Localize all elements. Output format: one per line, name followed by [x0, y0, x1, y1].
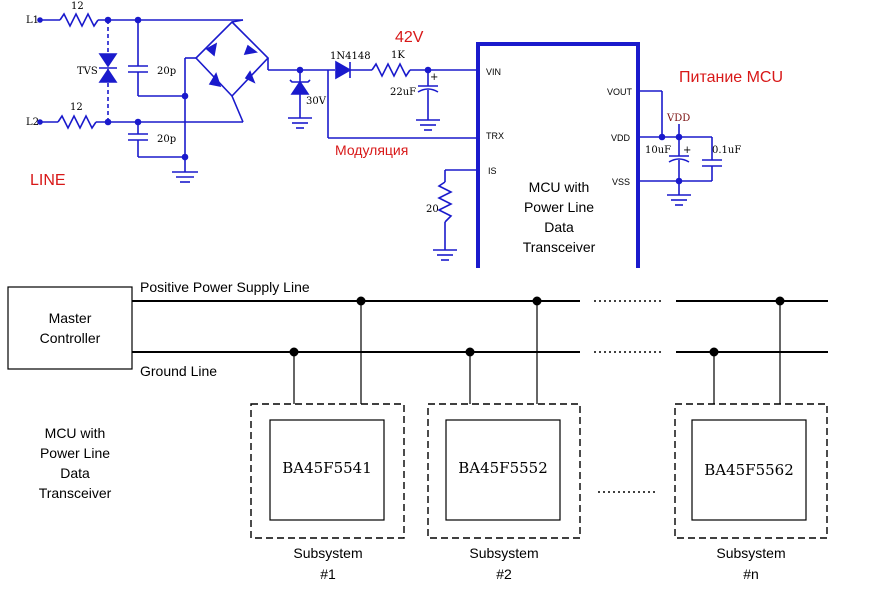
subsystem-n-caption: Subsystem — [716, 545, 785, 561]
pin-trx: TRX — [486, 131, 504, 141]
subsystem-1-chip-name: BA45F5541 — [282, 459, 372, 477]
side-label-line3: Data — [60, 465, 90, 481]
subsystem-2-caption: Subsystem — [469, 545, 538, 561]
zener-diode-symbol — [290, 80, 310, 95]
chip-title-line2: Power Line — [524, 199, 594, 215]
power-line-schematic — [37, 12, 478, 261]
label-l1: L1 — [26, 15, 39, 26]
subsystem-1-number: #1 — [320, 566, 336, 582]
pin-vdd: VDD — [611, 133, 631, 143]
label-cap-line2: 20p — [157, 134, 176, 145]
resistor-line2 — [57, 114, 97, 130]
subsystem-2-number: #2 — [496, 566, 512, 582]
ground-symbol-2 — [288, 117, 312, 129]
bridge-rectifier — [194, 20, 270, 98]
chip-title-line3: Data — [544, 219, 574, 235]
label-cap-22u: 22uF — [390, 87, 416, 98]
subsystem-1-caption: Subsystem — [293, 545, 362, 561]
label-power-line: Positive Power Supply Line — [140, 279, 310, 295]
label-mcu-power: Питание MCU — [679, 69, 783, 86]
label-tvs: TVS — [77, 66, 98, 77]
label-modulation: Модуляция — [335, 142, 408, 158]
pin-is: IS — [488, 166, 497, 176]
label-cap-line1: 20p — [157, 66, 176, 77]
subsystem-1-boundary — [250, 403, 405, 539]
label-line: LINE — [30, 172, 66, 189]
bus-topology — [7, 286, 828, 539]
subsystem-2-chip — [445, 419, 561, 521]
tvs-diode-symbol — [98, 53, 118, 83]
subsystem-1-chip — [269, 419, 385, 521]
chip-title-line4: Transceiver — [523, 239, 596, 255]
master-controller-box — [7, 286, 133, 370]
label-plus-10u: + — [683, 145, 691, 156]
subsystem-n-chip — [691, 419, 807, 521]
ground-symbol-3 — [416, 119, 440, 131]
side-label-line2: Power Line — [40, 445, 110, 461]
label-r-line1: 12 — [71, 1, 84, 12]
label-diode: 1N4148 — [330, 51, 371, 62]
subsystem-n-chip-name: BA45F5562 — [704, 461, 794, 479]
label-cap-10u: 10uF — [645, 145, 671, 156]
mcu-supply-network — [638, 90, 722, 206]
side-label-line4: Transceiver — [39, 485, 112, 501]
side-label-line1: MCU with — [45, 425, 106, 441]
label-l2: L2 — [26, 117, 39, 128]
resistor-1k — [371, 62, 411, 78]
pin-vin: VIN — [486, 67, 501, 77]
subsystem-2-chip-name: BA45F5552 — [458, 459, 548, 477]
label-zener: 30V — [306, 96, 327, 107]
diode-1n4148-symbol — [335, 60, 352, 80]
label-r-line2: 12 — [70, 102, 83, 113]
resistor-line1 — [59, 12, 99, 28]
label-vdd-net: VDD — [666, 113, 690, 124]
label-ground-line: Ground Line — [140, 363, 217, 379]
chip-title-line1: MCU with — [529, 179, 590, 195]
label-42v: 42V — [395, 29, 424, 46]
subsystem-n-number: #n — [743, 566, 759, 582]
label-r-is: 20 — [426, 204, 439, 215]
mcu-chip-box — [476, 42, 640, 268]
label-resistor-1k: 1K — [391, 50, 405, 61]
resistor-is — [437, 181, 453, 223]
master-line2: Controller — [40, 330, 101, 346]
label-cap-01u: 0.1uF — [712, 145, 741, 156]
master-line1: Master — [49, 310, 92, 326]
pin-vout: VOUT — [607, 87, 633, 97]
ground-symbol-5 — [667, 194, 691, 206]
label-plus-22u: + — [430, 72, 438, 83]
ground-symbol-1 — [172, 171, 198, 183]
ground-symbol-4 — [433, 249, 457, 261]
pin-vss: VSS — [612, 177, 630, 187]
